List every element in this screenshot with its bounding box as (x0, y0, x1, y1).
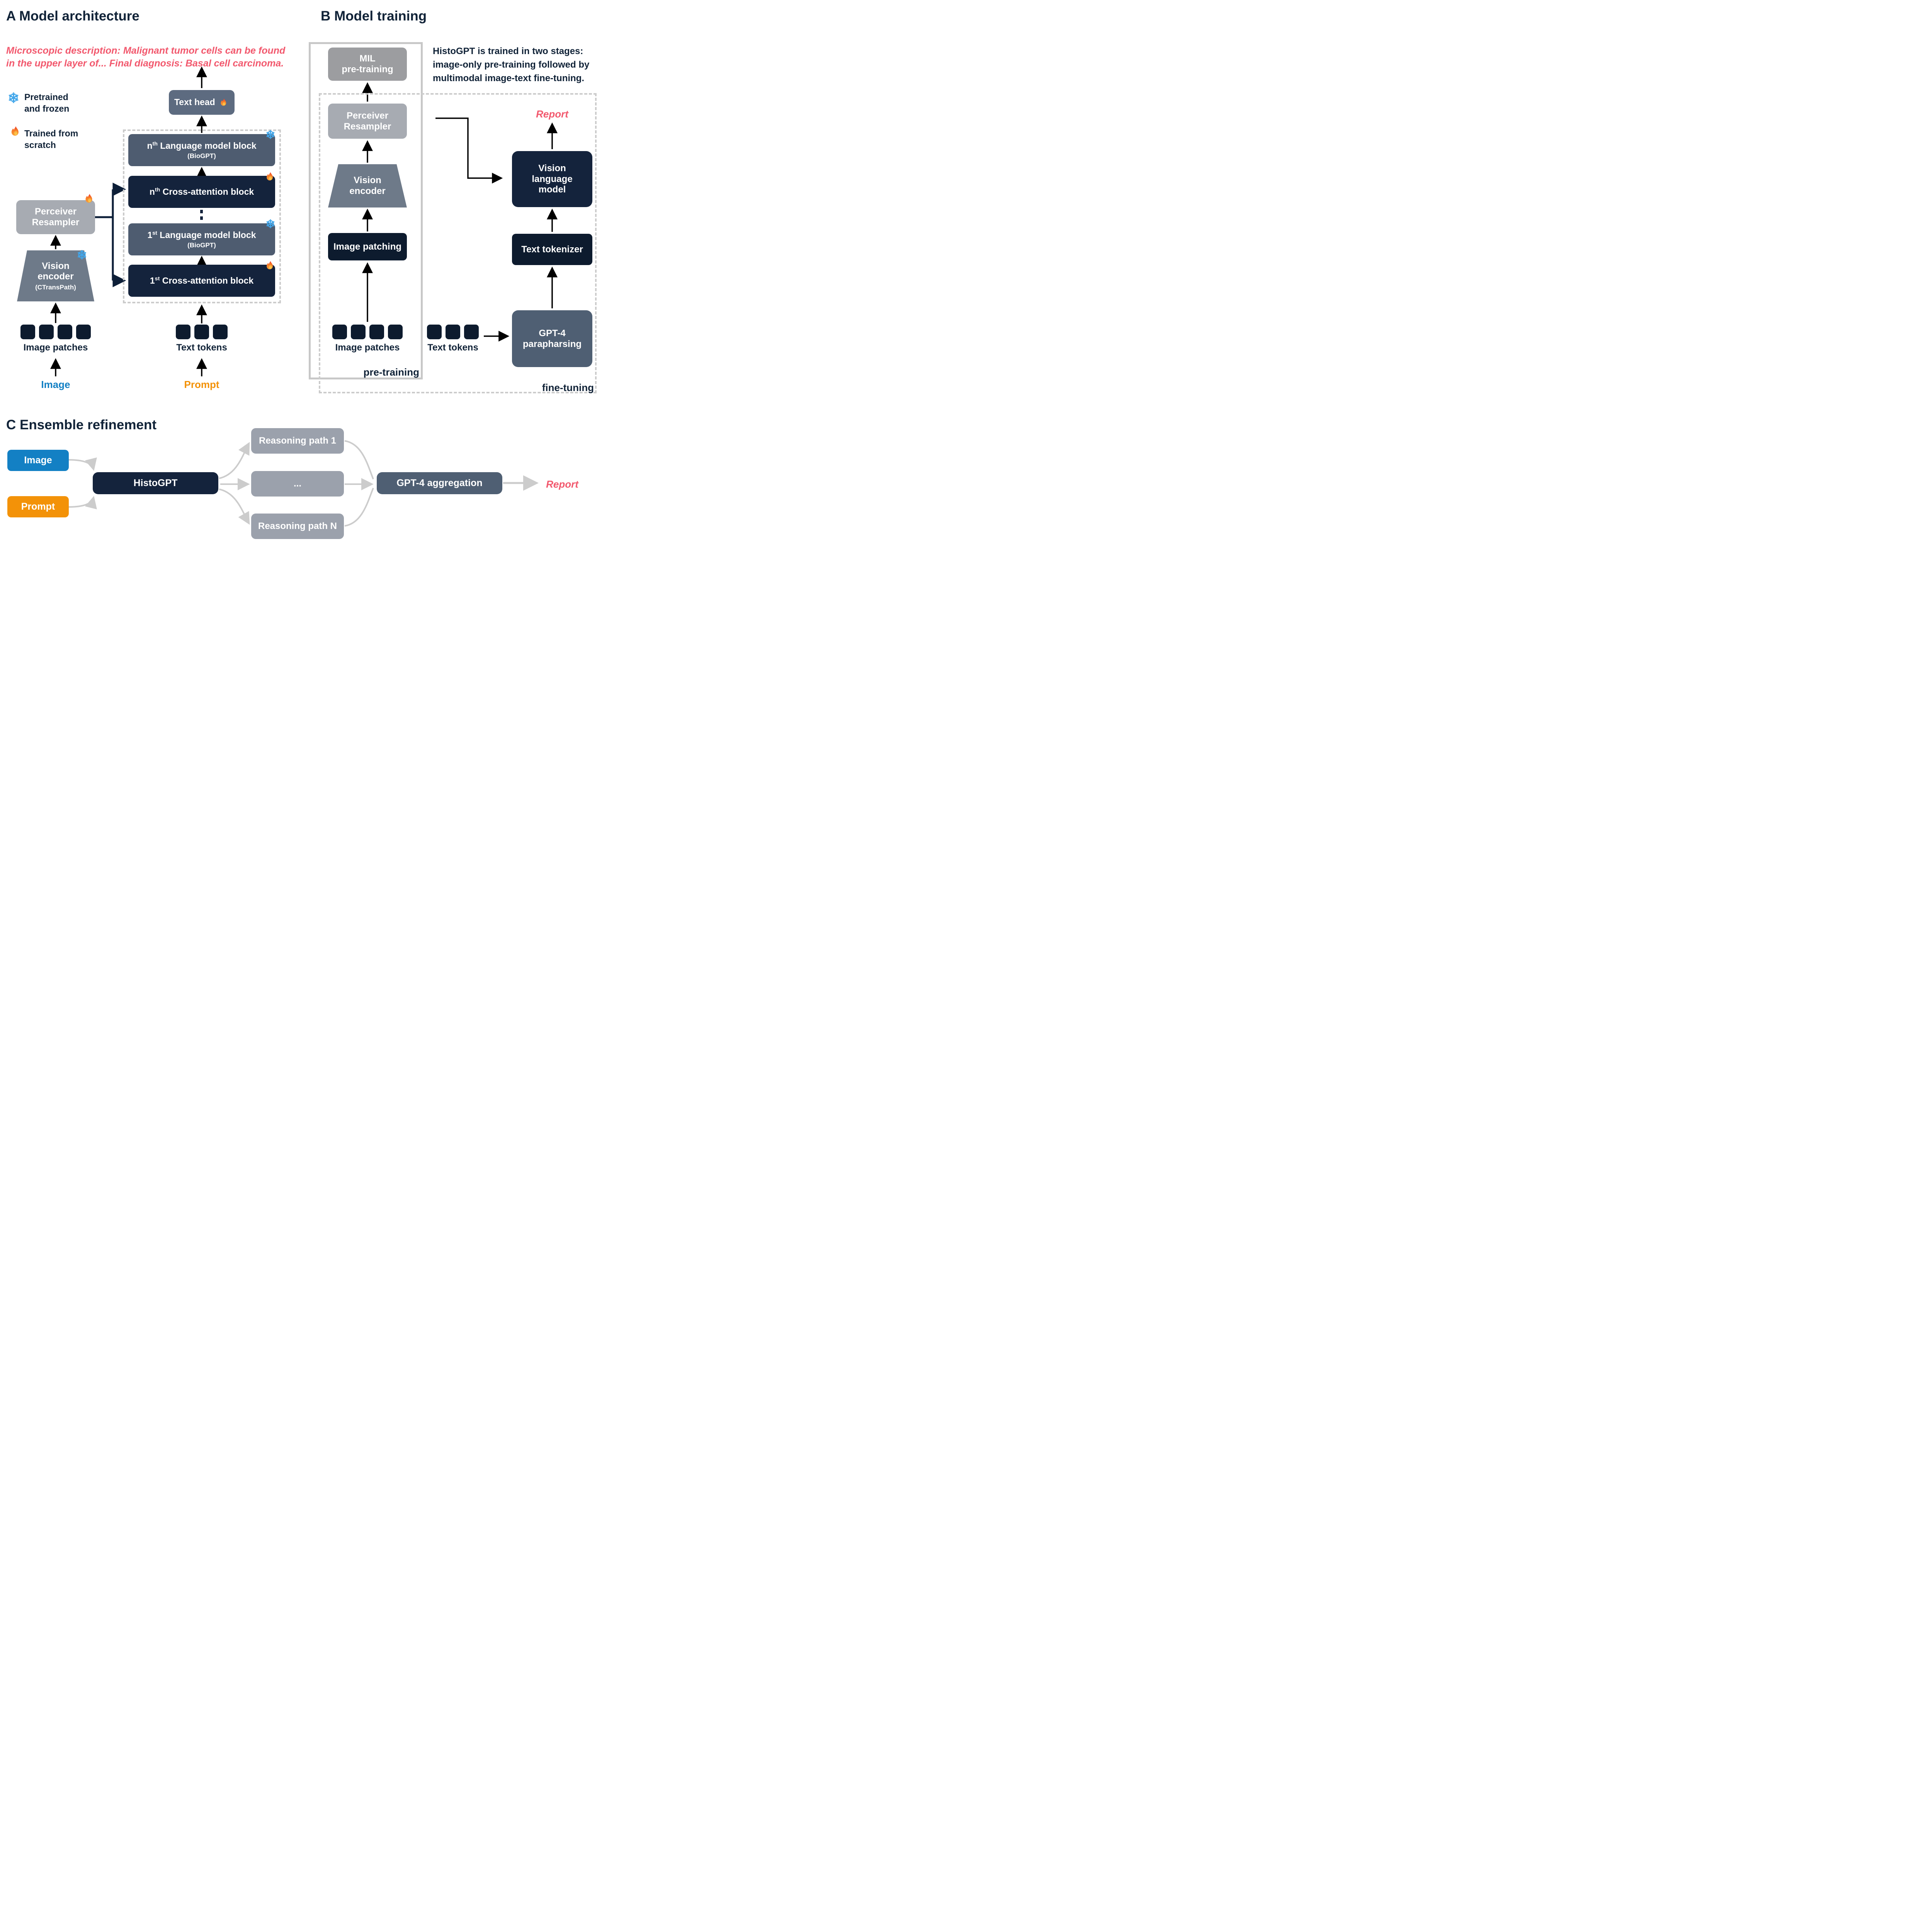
panel-b-title: B Model training (321, 9, 427, 24)
vision-encoder-b: Vision encoder (328, 164, 407, 207)
panel-a-title: A Model architecture (6, 9, 139, 24)
cross-attention-block-n: nth Cross-attention block (128, 176, 275, 208)
vision-language-model-block: Vision language model (512, 151, 592, 207)
mil-pretraining-block: MIL pre-training (328, 48, 407, 81)
snowflake-icon: ❄ (8, 90, 20, 106)
gpt4-paraphrasing-block: GPT-4 parapharsing (512, 310, 592, 367)
image-patches-squares-b (332, 325, 403, 339)
prompt-input-block: Prompt (7, 496, 69, 517)
token-square (176, 325, 190, 339)
vision-encoder-a: Vision encoder (CTransPath) (17, 250, 94, 301)
reasoning-path-n-block: Reasoning path N (251, 514, 344, 539)
panel-a-annotation-line1: Microscopic description: Malignant tumor… (6, 45, 286, 56)
image-input-block: Image (7, 450, 69, 471)
finetuning-label: fine-tuning (542, 382, 594, 393)
lm-stack-dashed-box (123, 129, 281, 303)
token-square (213, 325, 228, 339)
patch-square (351, 325, 366, 339)
patch-square (20, 325, 35, 339)
prompt-label-a: Prompt (184, 379, 219, 390)
patch-square (369, 325, 384, 339)
finetuning-stage-box (319, 93, 597, 393)
token-square (464, 325, 479, 339)
token-square (194, 325, 209, 339)
training-description: HistoGPT is trained in two stages: image… (433, 46, 590, 83)
panel-a-annotation-line2: in the upper layer of... Final diagnosis… (6, 58, 284, 69)
token-square (427, 325, 442, 339)
legend-frozen: Pretrained and frozen (24, 92, 70, 114)
curve-histogpt-to-path1 (219, 442, 250, 479)
text-tokens-label-b: Text tokens (427, 342, 478, 353)
histogpt-block: HistoGPT (93, 472, 218, 494)
text-tokens-label-a: Text tokens (176, 342, 227, 353)
cross-attention-block-1: 1st Cross-attention block (128, 265, 275, 297)
curve-pathn-to-agg (344, 488, 374, 527)
curve-path1-to-agg (344, 440, 374, 480)
report-label-c: Report (546, 478, 578, 490)
reasoning-path-1-block: Reasoning path 1 (251, 428, 344, 454)
pretraining-label: pre-training (363, 366, 419, 378)
figure-canvas: A Model architecture Microscopic descrip… (0, 0, 598, 559)
text-tokenizer-block: Text tokenizer (512, 234, 592, 265)
image-patches-label-b: Image patches (335, 342, 400, 353)
perceiver-resampler-b: Perceiver Resampler (328, 104, 407, 139)
gpt4-aggregation-block: GPT-4 aggregation (377, 472, 502, 494)
patch-square (39, 325, 54, 339)
curve-image-to-histogpt (68, 457, 97, 471)
image-label-a: Image (41, 379, 70, 390)
flame-icon (221, 98, 226, 106)
text-tokens-squares-a (176, 325, 228, 339)
ellipsis-dots (200, 210, 203, 223)
flame-icon (11, 126, 19, 136)
legend-scratch: Trained from scratch (24, 128, 78, 150)
curve-prompt-to-histogpt (68, 496, 97, 510)
patch-square (388, 325, 403, 339)
token-square (446, 325, 460, 339)
panel-c-title: C Ensemble refinement (6, 417, 156, 432)
pretraining-stage-box (309, 42, 423, 379)
image-patching-block: Image patching (328, 233, 407, 260)
report-label-b: Report (536, 108, 568, 120)
image-patches-label-a: Image patches (23, 342, 88, 353)
text-tokens-squares-b (427, 325, 479, 339)
text-head-block: Text head (169, 90, 235, 115)
reasoning-path-mid-block: ... (251, 471, 344, 497)
lm-block-1: 1st Language model block (BioGPT) (128, 223, 275, 255)
patch-square (58, 325, 72, 339)
lm-block-n: nth Language model block (BioGPT) (128, 134, 275, 166)
perceiver-resampler-a: Perceiver Resampler (16, 200, 95, 234)
image-patches-squares-a (20, 325, 91, 339)
patch-square (76, 325, 91, 339)
curve-histogpt-to-pathn (219, 488, 250, 525)
patch-square (332, 325, 347, 339)
